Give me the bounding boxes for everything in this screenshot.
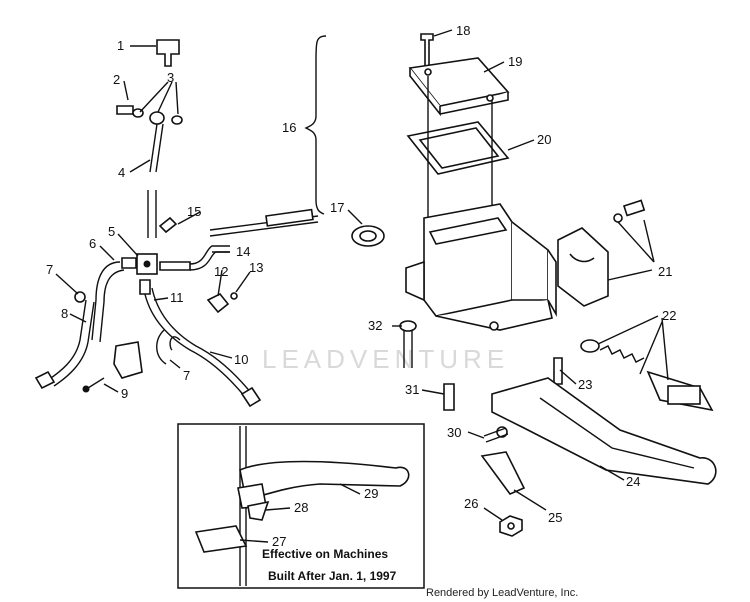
callout-13: 13 — [249, 260, 263, 275]
callout-29: 29 — [364, 486, 378, 501]
adjuster-screw-30 — [483, 427, 509, 443]
callout-10: 10 — [234, 352, 248, 367]
callout-4: 4 — [118, 165, 125, 180]
bleeder-13 — [230, 292, 238, 300]
junction-block — [136, 253, 158, 275]
callout-28: 28 — [294, 500, 308, 515]
clamp-21 — [557, 199, 655, 307]
callout-7b: 7 — [183, 368, 190, 383]
screw-9 — [82, 377, 105, 393]
hose-fitting-15 — [158, 216, 178, 234]
callout-labels: 1 2 3 4 5 6 7 7 8 9 10 11 12 13 14 15 16… — [46, 23, 676, 549]
callout-30: 30 — [447, 425, 461, 440]
callout-12: 12 — [214, 264, 228, 279]
brake-line-14 — [159, 208, 319, 271]
callout-8: 8 — [61, 306, 68, 321]
tee-fitting — [156, 39, 180, 67]
screw-18 — [420, 33, 434, 69]
callout-24: 24 — [626, 474, 640, 489]
clip-plate — [113, 341, 143, 379]
callout-5: 5 — [108, 224, 115, 239]
callout-11: 11 — [170, 290, 184, 305]
callout-20: 20 — [537, 132, 551, 147]
leader-lines — [55, 29, 669, 543]
adjuster-block-25 — [480, 451, 526, 495]
callout-9: 9 — [121, 386, 128, 401]
callout-27: 27 — [272, 534, 286, 549]
cap-12 — [206, 292, 230, 314]
hose-8 — [34, 291, 95, 390]
callout-3: 3 — [167, 70, 174, 85]
callout-22: 22 — [662, 308, 676, 323]
callout-26: 26 — [464, 496, 478, 511]
banjo-bolt-top — [116, 105, 183, 125]
callout-18: 18 — [456, 23, 470, 38]
guide-lines — [427, 76, 493, 230]
diaphragm-20 — [406, 121, 510, 175]
callout-23: 23 — [578, 377, 592, 392]
callout-25: 25 — [548, 510, 562, 525]
callout-1: 1 — [117, 38, 124, 53]
inset-block-27 — [194, 525, 248, 553]
inset-note-line1: Effective on Machines — [262, 547, 388, 561]
callout-21: 21 — [658, 264, 672, 279]
callout-16: 16 — [282, 120, 296, 135]
callout-2: 2 — [113, 72, 120, 87]
callout-15: 15 — [187, 204, 201, 219]
inset-note-line2: Built After Jan. 1, 1997 — [268, 569, 397, 583]
hose-11-10 — [139, 279, 262, 408]
pin-23 — [553, 357, 563, 385]
nut-26 — [499, 515, 523, 537]
bracket-16 — [304, 35, 327, 215]
master-cylinder-body — [405, 203, 557, 331]
callout-17: 17 — [330, 200, 344, 215]
boot-17 — [351, 225, 385, 247]
inset-lever-29 — [237, 460, 410, 509]
callout-6: 6 — [89, 236, 96, 251]
hand-lever-24 — [491, 377, 717, 485]
callout-7a: 7 — [46, 262, 53, 277]
callout-19: 19 — [508, 54, 522, 69]
piston-kit-22 — [580, 339, 714, 412]
inset-bracket-28 — [247, 500, 270, 521]
brake-line-upper — [147, 123, 164, 238]
watermark-text: LEADVENTURE — [262, 344, 509, 374]
bolt-32 — [399, 320, 417, 368]
reservoir-cover-19 — [408, 57, 510, 117]
callout-14: 14 — [236, 244, 250, 259]
callout-32: 32 — [368, 318, 382, 333]
bolt-31 — [443, 383, 455, 411]
credit-text: Rendered by LeadVenture, Inc. — [426, 587, 578, 599]
callout-31: 31 — [405, 382, 419, 397]
clip-7b — [156, 329, 181, 365]
inset-frame — [177, 423, 425, 589]
hose-6 — [91, 257, 137, 343]
